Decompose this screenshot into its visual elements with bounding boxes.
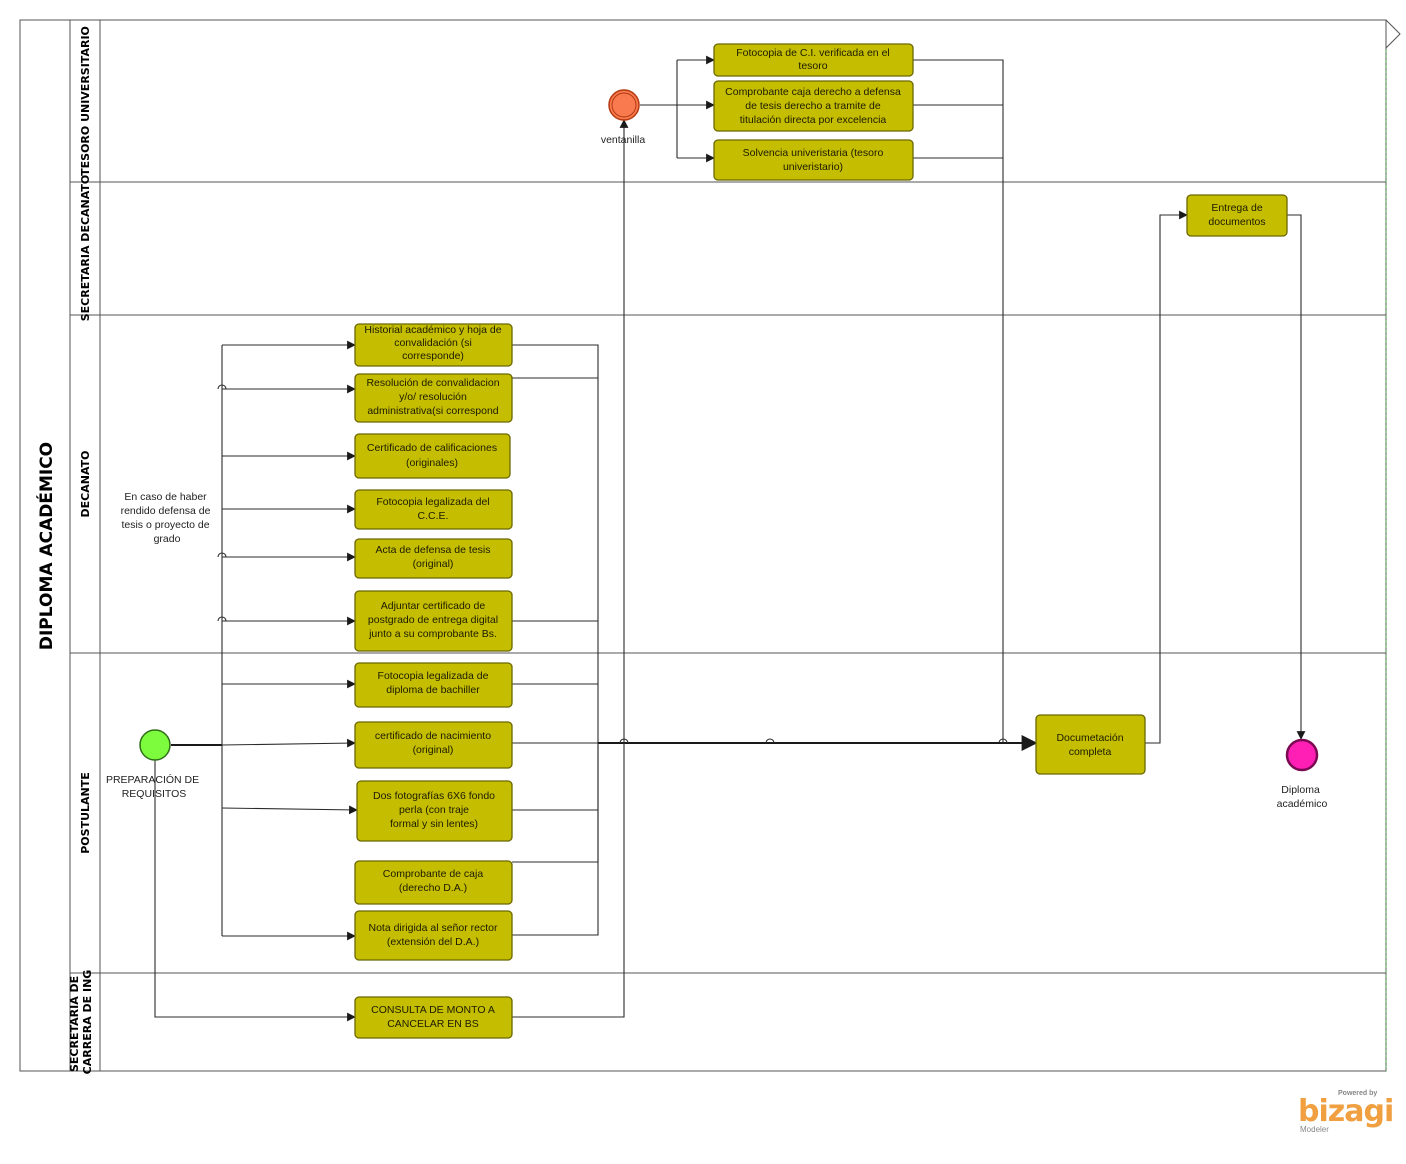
bizagi-powered-text: Powered by — [1338, 1090, 1378, 1097]
pool: DIPLOMA ACADÉMICO — [19, 19, 1401, 1072]
lane-title-postulante: POSTULANTE — [79, 772, 92, 854]
svg-text:certificado de nacimiento(orig: certificado de nacimiento(original) — [375, 730, 491, 756]
task-nota-rector[interactable]: Nota dirigida al señor rector(extensión … — [354, 910, 513, 961]
task-acta-defensa[interactable]: Acta de defensa de tesis(original) — [354, 538, 513, 579]
start-event[interactable]: PREPARACIÓN DE REQUISITOS — [106, 729, 202, 800]
end-event[interactable]: Diploma académico — [1277, 738, 1328, 810]
bizagi-product-text: Modeler — [1300, 1125, 1329, 1134]
intermediate-event-ventanilla[interactable]: ventanilla — [601, 89, 646, 146]
task-comprobante-da[interactable]: Comprobante de caja(derecho D.A.) — [354, 860, 513, 905]
svg-text:Comprobante de caja(derecho D.: Comprobante de caja(derecho D.A.) — [383, 868, 484, 894]
sequence-flows — [154, 55, 1306, 1022]
lane-title-decanato: DECANATO — [79, 451, 92, 518]
intermediate-event-label: ventanilla — [601, 134, 646, 146]
task-certificado-calificaciones[interactable]: Certificado de calificaciones(originales… — [354, 433, 511, 479]
lane-title-secretaria-carrera: SECRETARIA DE CARRERA DE ING — [68, 970, 94, 1075]
lane-title-secretaria-decanato: SECRETARIA DECANATO — [79, 175, 92, 322]
svg-text:Solvencia univeristaria (tesor: Solvencia univeristaria (tesorouniverist… — [743, 147, 884, 173]
annotation-defensa-tesis: En caso de haber rendido defensa de tesi… — [121, 491, 214, 545]
bizagi-wordmark: bizagi — [1298, 1094, 1394, 1129]
svg-text:Historial académico y hoja dec: Historial académico y hoja deconvalidaci… — [364, 324, 501, 362]
svg-text:Certificado de calificaciones(: Certificado de calificaciones(originales… — [367, 442, 497, 469]
pool-title: DIPLOMA ACADÉMICO — [35, 442, 57, 650]
lane-title-tesoro: TESORO UNIVERSITARIO — [79, 26, 92, 176]
start-event-label: PREPARACIÓN DE REQUISITOS — [106, 773, 202, 800]
end-event-label: Diploma académico — [1277, 784, 1328, 810]
bizagi-logo: Powered by bizagi Modeler — [1298, 1090, 1394, 1135]
svg-text:Acta de defensa de tesis(origi: Acta de defensa de tesis(original) — [376, 544, 491, 570]
task-certificado-nacimiento[interactable]: certificado de nacimiento(original) — [354, 721, 513, 769]
lane-titles: TESORO UNIVERSITARIO SECRETARIA DECANATO… — [68, 26, 94, 1074]
svg-text:Nota dirigida al señor rector(: Nota dirigida al señor rector(extensión … — [369, 922, 498, 948]
